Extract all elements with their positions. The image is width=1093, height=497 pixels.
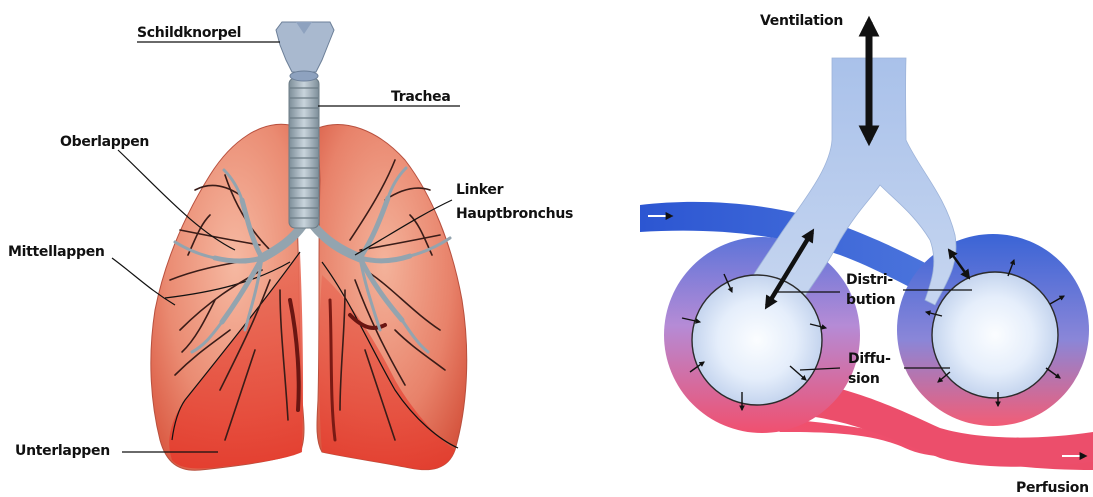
label-bution: bution <box>846 292 895 308</box>
label-unterlappen: Unterlappen <box>15 443 110 459</box>
label-diffu: Diffu- <box>848 351 891 367</box>
alveoli-diagram: Ventilation Distri- bution Diffu- sion P… <box>640 13 1093 496</box>
label-ventilation: Ventilation <box>760 13 843 29</box>
label-schildknorpel: Schildknorpel <box>137 25 241 41</box>
label-distri: Distri- <box>846 272 893 288</box>
label-sion: sion <box>848 371 880 387</box>
label-hauptbronchus: Hauptbronchus <box>456 206 573 222</box>
alveolus-right <box>932 272 1058 398</box>
label-mittellappen: Mittellappen <box>8 244 105 260</box>
cricoid-cartilage <box>290 71 318 81</box>
label-oberlappen: Oberlappen <box>60 134 149 150</box>
label-trachea: Trachea <box>391 89 450 105</box>
label-linker: Linker <box>456 182 504 198</box>
label-perfusion: Perfusion <box>1016 480 1089 496</box>
trachea <box>289 78 319 228</box>
alveolus-left <box>692 275 822 405</box>
lung-anatomy: Schildknorpel Trachea Oberlappen Linker … <box>8 22 573 470</box>
